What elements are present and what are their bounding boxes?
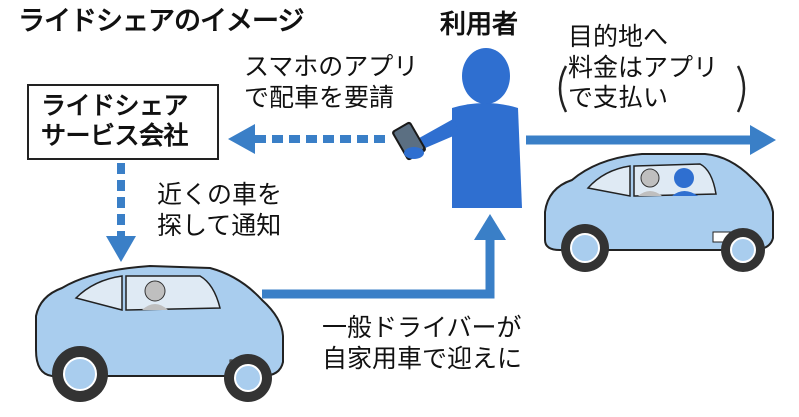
destination-arrow (526, 125, 776, 155)
driver-text: 一般ドライバーが 自家用車で迎えに (322, 313, 522, 374)
car-left (35, 264, 284, 402)
driver-line-2: 自家用車で迎えに (322, 343, 523, 373)
close-paren (736, 65, 746, 113)
notify-text: 近くの車を 探して通知 (157, 180, 282, 241)
company-line-2: サービス会社 (41, 121, 189, 150)
destination-line-3: で支払い (568, 83, 669, 112)
pickup-arrow (262, 214, 506, 299)
car-right (544, 153, 774, 272)
notify-line-2: 探して通知 (157, 210, 282, 240)
user-label: 利用者 (440, 10, 519, 40)
rideshare-company-box: ライドシェア サービス会社 (27, 84, 219, 160)
app-request-text: スマホのアプリ で配車を要請 (244, 52, 418, 113)
company-line-1: ライドシェア (41, 91, 189, 120)
app-request-line-2: で配車を要請 (244, 82, 395, 112)
destination-line-2: 料金はアプリ (568, 52, 719, 82)
driver-line-1: 一般ドライバーが (322, 313, 522, 342)
destination-line-1: 目的地へ (568, 22, 669, 51)
notify-line-1: 近くの車を (157, 180, 283, 209)
dispatch-arrow (106, 163, 136, 262)
app-request-line-1: スマホのアプリ (244, 52, 419, 81)
open-paren (558, 65, 568, 113)
destination-text: 目的地へ 料金はアプリ で支払い (540, 22, 718, 114)
request-arrow (228, 124, 385, 154)
user-figure (392, 48, 522, 208)
diagram-title: ライドシェアのイメージ (18, 6, 304, 37)
